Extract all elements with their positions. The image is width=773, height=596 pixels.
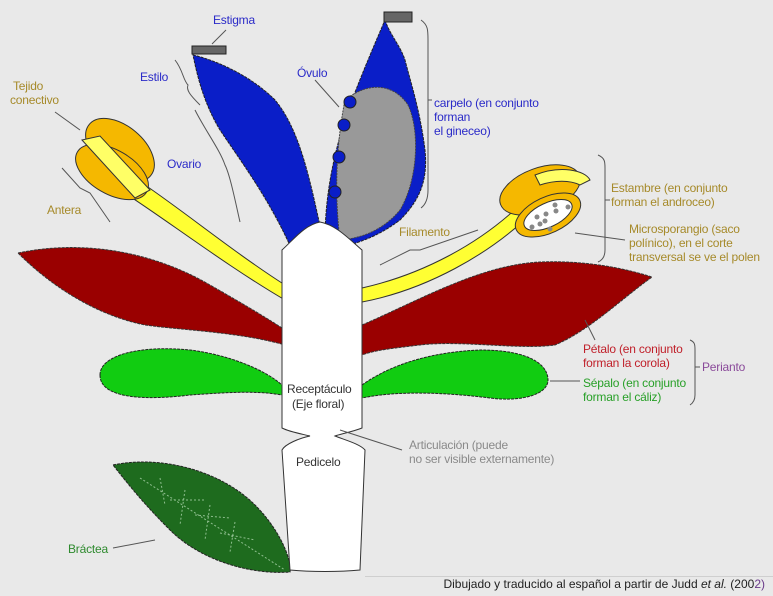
label-estambre-1: Estambre (en conjunto [611, 181, 728, 195]
label-estigma: Estigma [213, 13, 255, 27]
brace-ovario [194, 109, 241, 223]
credit-year-close: 2) [754, 577, 765, 591]
ovary-interior [336, 86, 416, 241]
label-estilo: Estilo [140, 70, 169, 84]
label-sepalo-2: forman el cáliz) [583, 390, 662, 404]
label-antera: Antera [47, 203, 82, 217]
label-microsporangio-2: polínico), en el corte [629, 236, 733, 250]
label-estambre-2: forman el androceo) [611, 195, 715, 209]
label-bractea: Bráctea [68, 542, 108, 556]
label-filamento: Filamento [399, 225, 450, 239]
brace-filamento [379, 229, 479, 266]
label-tejido-conectivo-1: Tejido [13, 79, 44, 93]
label-carpelo-2: forman [434, 110, 471, 124]
label-perianto: Perianto [702, 360, 746, 374]
brace-estilo [174, 59, 201, 106]
brace-carpelo [420, 19, 432, 209]
leader-estigma [211, 29, 227, 45]
bract [112, 461, 291, 573]
petal-right [361, 261, 654, 356]
credit-text: Dibujado y traducido al español a partir… [443, 577, 701, 591]
label-receptaculo-2: (Eje floral) [292, 397, 345, 411]
sepal-right [361, 349, 549, 400]
leader-tejido [54, 111, 81, 131]
stigma-right [383, 11, 413, 23]
leader-petalo [584, 319, 596, 341]
stigma-left [191, 45, 227, 55]
label-petalo-2: forman la corola) [583, 356, 670, 370]
leader-ovulo [314, 79, 340, 108]
ovules [328, 95, 357, 199]
label-sepalo-1: Sépalo (en conjunto [583, 376, 686, 390]
label-microsporangio-3: transversal se ve el polen [629, 250, 760, 264]
sepal-left [99, 348, 283, 399]
label-petalo-1: Pétalo (en conjunto [583, 342, 683, 356]
credit-divider [365, 576, 773, 577]
credit-year-open: (200 [726, 577, 755, 591]
leader-microsporangio [574, 232, 626, 241]
label-carpelo-3: el gineceo) [434, 124, 491, 138]
label-tejido-conectivo-2: conectivo [10, 93, 59, 107]
pollen-grains [529, 202, 571, 232]
brace-perianto [689, 339, 700, 406]
receptacle-pedicel [281, 221, 366, 572]
anther-right [499, 164, 591, 238]
label-articulacion-2: no ser visible externamente) [409, 452, 555, 466]
label-ovulo: Óvulo [297, 66, 328, 80]
label-pedicelo: Pedicelo [296, 455, 341, 469]
leader-lines [54, 19, 700, 549]
carpel-right [324, 11, 427, 246]
leader-articulacion [339, 429, 403, 451]
label-microsporangio-1: Microsporangio (saco [629, 222, 740, 236]
label-carpelo-1: carpelo (en conjunto [434, 96, 539, 110]
bract-veins [139, 477, 286, 571]
credit-etal: et al. [700, 577, 727, 591]
leader-bractea [112, 539, 156, 549]
label-ovario: Ovario [167, 157, 202, 171]
brace-antera [61, 167, 111, 223]
label-articulacion-1: Articulación (puede [409, 438, 508, 452]
credit-line: Dibujado y traducido al español a partir… [443, 577, 765, 591]
anther-left [75, 117, 155, 201]
brace-estambre [597, 154, 610, 263]
label-receptaculo-1: Receptáculo [287, 382, 352, 396]
